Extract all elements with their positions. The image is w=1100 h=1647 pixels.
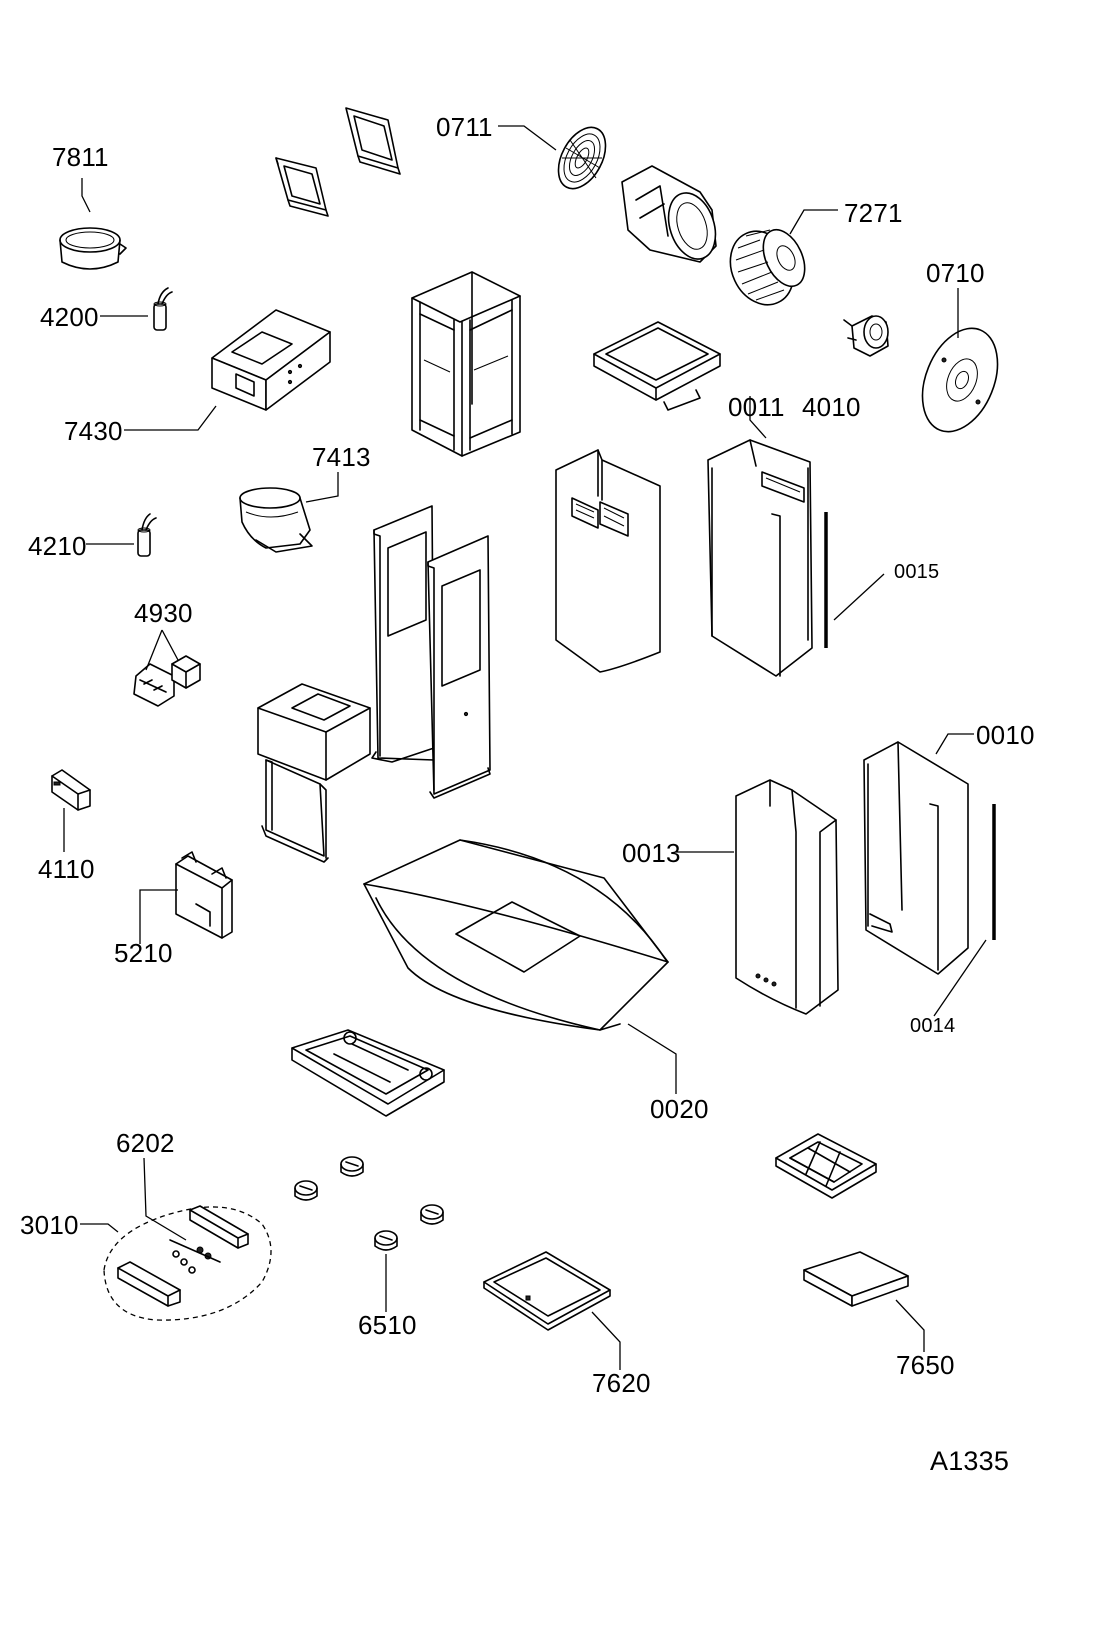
part-4110-switch (51, 769, 91, 811)
part-4930-terminal-block (133, 655, 201, 707)
label-4010: 4010 (802, 392, 861, 422)
part-5210-control-box (175, 851, 233, 939)
leader-lines (63, 125, 987, 1370)
label-6202: 6202 (116, 1128, 175, 1158)
part-square-mounting-frame (593, 321, 721, 411)
part-support-bracket-box (257, 683, 371, 863)
part-7620-grease-filter (483, 1251, 611, 1331)
part-6510-knob-3 (420, 1204, 444, 1225)
label-3010: 3010 (20, 1210, 79, 1240)
label-0010: 0010 (976, 720, 1035, 750)
part-inner-frame-tower (411, 271, 521, 457)
label-0711: 0711 (436, 112, 493, 142)
part-3010-control-panel-assembly (103, 1205, 272, 1321)
part-filter-tray-frame (291, 1029, 445, 1117)
part-7413-duct-adapter (239, 487, 313, 553)
label-0020: 0020 (650, 1094, 709, 1124)
label-0015: 0015 (894, 561, 940, 583)
part-0011-chimney-upper-inner (707, 439, 813, 677)
label-7413: 7413 (312, 442, 371, 472)
label-0011: 0011 (728, 392, 785, 422)
part-0710-mounting-plate (921, 327, 999, 433)
part-6510-knob-2 (294, 1180, 318, 1201)
label-0710: 0710 (926, 258, 985, 288)
part-blower-housing (621, 165, 717, 263)
label-0013: 0013 (622, 838, 681, 868)
label-7430: 7430 (64, 416, 123, 446)
part-6510-knob-4 (374, 1230, 398, 1251)
part-duct-frame-small (275, 157, 329, 217)
part-7271-fan-wheel (729, 228, 806, 306)
part-4200-capacitor (153, 287, 173, 331)
part-carbon-filter-holder (775, 1133, 877, 1199)
label-6510: 6510 (358, 1310, 417, 1340)
label-7620: 7620 (592, 1368, 651, 1398)
label-5210: 5210 (114, 938, 173, 968)
label-7271: 7271 (844, 198, 903, 228)
part-7811-collar-ring (59, 227, 127, 270)
part-0711-round-grille (557, 126, 607, 190)
part-0010-chimney-lower-inner (863, 741, 969, 975)
part-4210-capacitor (137, 513, 157, 557)
label-4200: 4200 (40, 302, 99, 332)
label-4930: 4930 (134, 598, 193, 628)
label-0014: 0014 (910, 1015, 956, 1037)
part-duct-frame-large (345, 107, 401, 175)
drawing-reference: A1335 (930, 1446, 1010, 1476)
part-4010-motor (843, 315, 889, 357)
part-0020-hood-canopy (363, 839, 669, 1031)
label-4210: 4210 (28, 531, 87, 561)
part-0013-chimney-lower-outer (735, 779, 839, 1015)
part-inner-chimney-bracket-left (371, 505, 435, 763)
part-chimney-upper-outer (555, 449, 661, 673)
label-7811: 7811 (52, 142, 109, 172)
part-6510-knob-1 (340, 1156, 364, 1177)
label-7650: 7650 (896, 1350, 955, 1380)
label-4110: 4110 (38, 854, 95, 884)
part-inner-chimney-bracket-right (427, 535, 491, 799)
part-7430-motor-box (211, 309, 331, 411)
part-7650-carbon-filter (803, 1251, 909, 1307)
